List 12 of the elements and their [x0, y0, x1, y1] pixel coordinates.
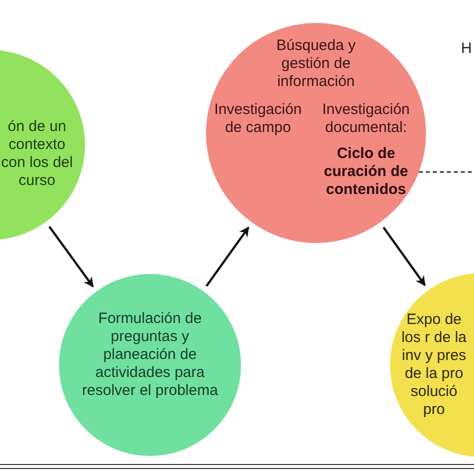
arrow [48, 226, 94, 288]
dashed-line [418, 171, 474, 173]
step-text: Investigación documental: [321, 101, 411, 137]
step-text: Ciclo de curación de contenidos [322, 145, 410, 199]
cut-off-label: H [461, 40, 472, 57]
arrow [206, 226, 250, 287]
arrow [382, 226, 426, 286]
step-text: Expo de los r de la inv y pres de la pro solució pro [400, 311, 468, 419]
step-text: Búsqueda y gestión de información [275, 37, 357, 91]
step-text: ón de un contexto con los del curso [1, 118, 73, 190]
step-text: Formulación de preguntas y planeación de actividades para resolver el problema [81, 310, 219, 400]
step-text: Investigación de campo [213, 101, 303, 137]
